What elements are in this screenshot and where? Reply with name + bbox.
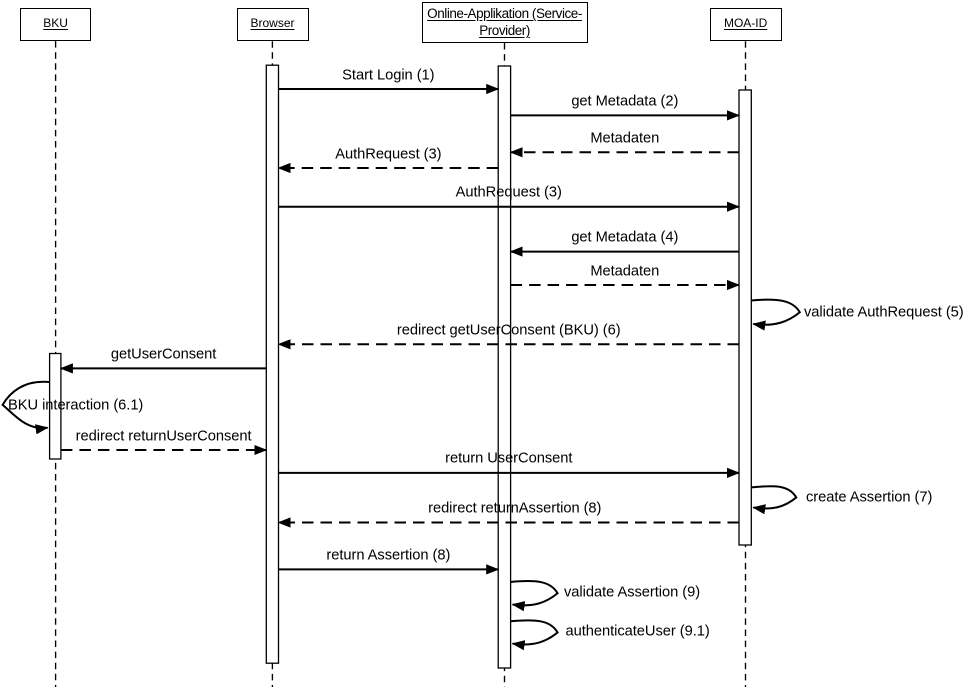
message-label-get-metadata-4: get Metadata (4): [571, 229, 679, 246]
message-label-redirect-getuserconsent: redirect getUserConsent (BKU) (6): [396, 322, 621, 339]
message-label-redirect-returnuserconsent: redirect returnUserConsent: [75, 428, 252, 445]
participant-box-moa-id: MOA-ID: [709, 7, 782, 42]
self-message-arrow-bku-interaction: [1, 380, 50, 435]
self-message-arrow-authenticateuser: [510, 619, 559, 651]
activation-bar-browser: [265, 64, 280, 664]
participant-label-browser: Browser: [250, 16, 295, 31]
activation-bar-bku: [48, 352, 62, 460]
message-label-getuserconsent: getUserConsent: [110, 346, 217, 363]
message-label-create-assertion: create Assertion (7): [806, 488, 933, 505]
message-label-return-assertion: return Assertion (8): [326, 547, 451, 564]
message-label-authrequest-post: AuthRequest (3): [455, 184, 562, 201]
self-message-arrow-create-assertion: [751, 485, 798, 515]
message-label-validate-authrequest: validate AuthRequest (5): [804, 303, 964, 320]
participant-box-online-applikation: Online-Applikation (Service-Provider): [421, 1, 588, 43]
message-label-metadaten-2: Metadaten: [590, 263, 660, 280]
participant-label-online-applikation: Online-Applikation (Service-Provider): [427, 5, 582, 39]
participant-label-bku: BKU: [43, 16, 68, 31]
message-label-bku-interaction: BKU interaction (6.1): [8, 397, 144, 414]
participant-label-moa-id: MOA-ID: [723, 16, 768, 31]
message-label-redirect-returnassertion: redirect returnAssertion (8): [428, 500, 602, 517]
message-label-start-login: Start Login (1): [342, 67, 435, 84]
participant-box-browser: Browser: [236, 7, 309, 42]
message-label-get-metadata-2: get Metadata (2): [571, 93, 679, 110]
activation-bar-moa-id: [738, 89, 752, 546]
participant-box-bku: BKU: [19, 7, 92, 42]
self-message-arrow-validate-assertion: [510, 580, 559, 612]
message-label-return-userconsent: return UserConsent: [445, 451, 573, 468]
message-label-validate-assertion: validate Assertion (9): [564, 584, 701, 601]
self-message-arrow-validate-authrequest: [751, 298, 802, 331]
message-label-metadaten-1: Metadaten: [590, 130, 660, 147]
message-label-authrequest-redirect: AuthRequest (3): [335, 146, 442, 163]
message-label-authenticateuser: authenticateUser (9.1): [565, 623, 710, 640]
activation-bar-online-app: [497, 65, 512, 669]
